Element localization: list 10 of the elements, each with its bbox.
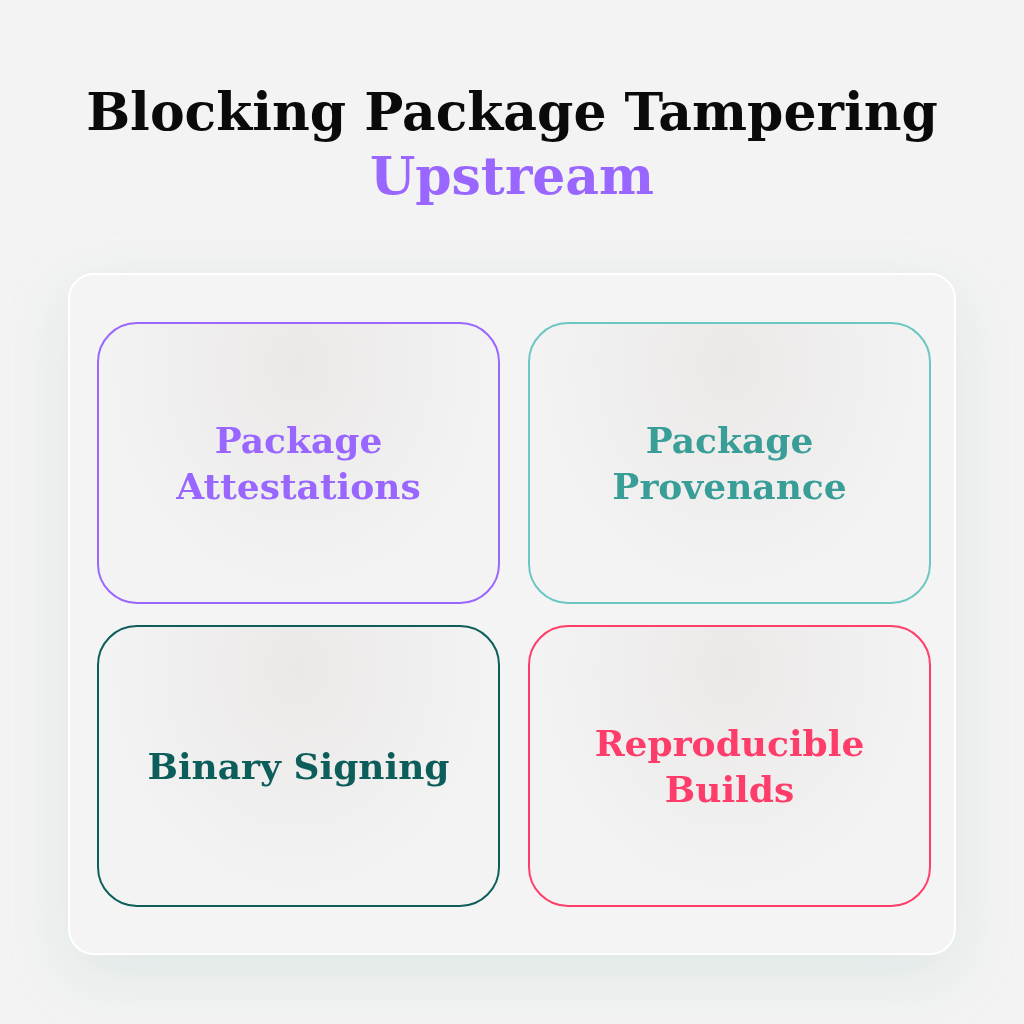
card-title: Package Provenance: [611, 418, 848, 509]
card-title: Binary Signing: [146, 744, 451, 789]
card-title: Package Attestations: [175, 418, 422, 509]
card-title: Reproducible Builds: [593, 721, 866, 812]
panel-background: [68, 273, 956, 955]
title: Blocking Package Tampering Upstream: [85, 80, 939, 208]
topic-card: [528, 322, 931, 604]
topic-card: [97, 625, 500, 907]
topic-card: [97, 322, 500, 604]
topic-card: [528, 625, 931, 907]
